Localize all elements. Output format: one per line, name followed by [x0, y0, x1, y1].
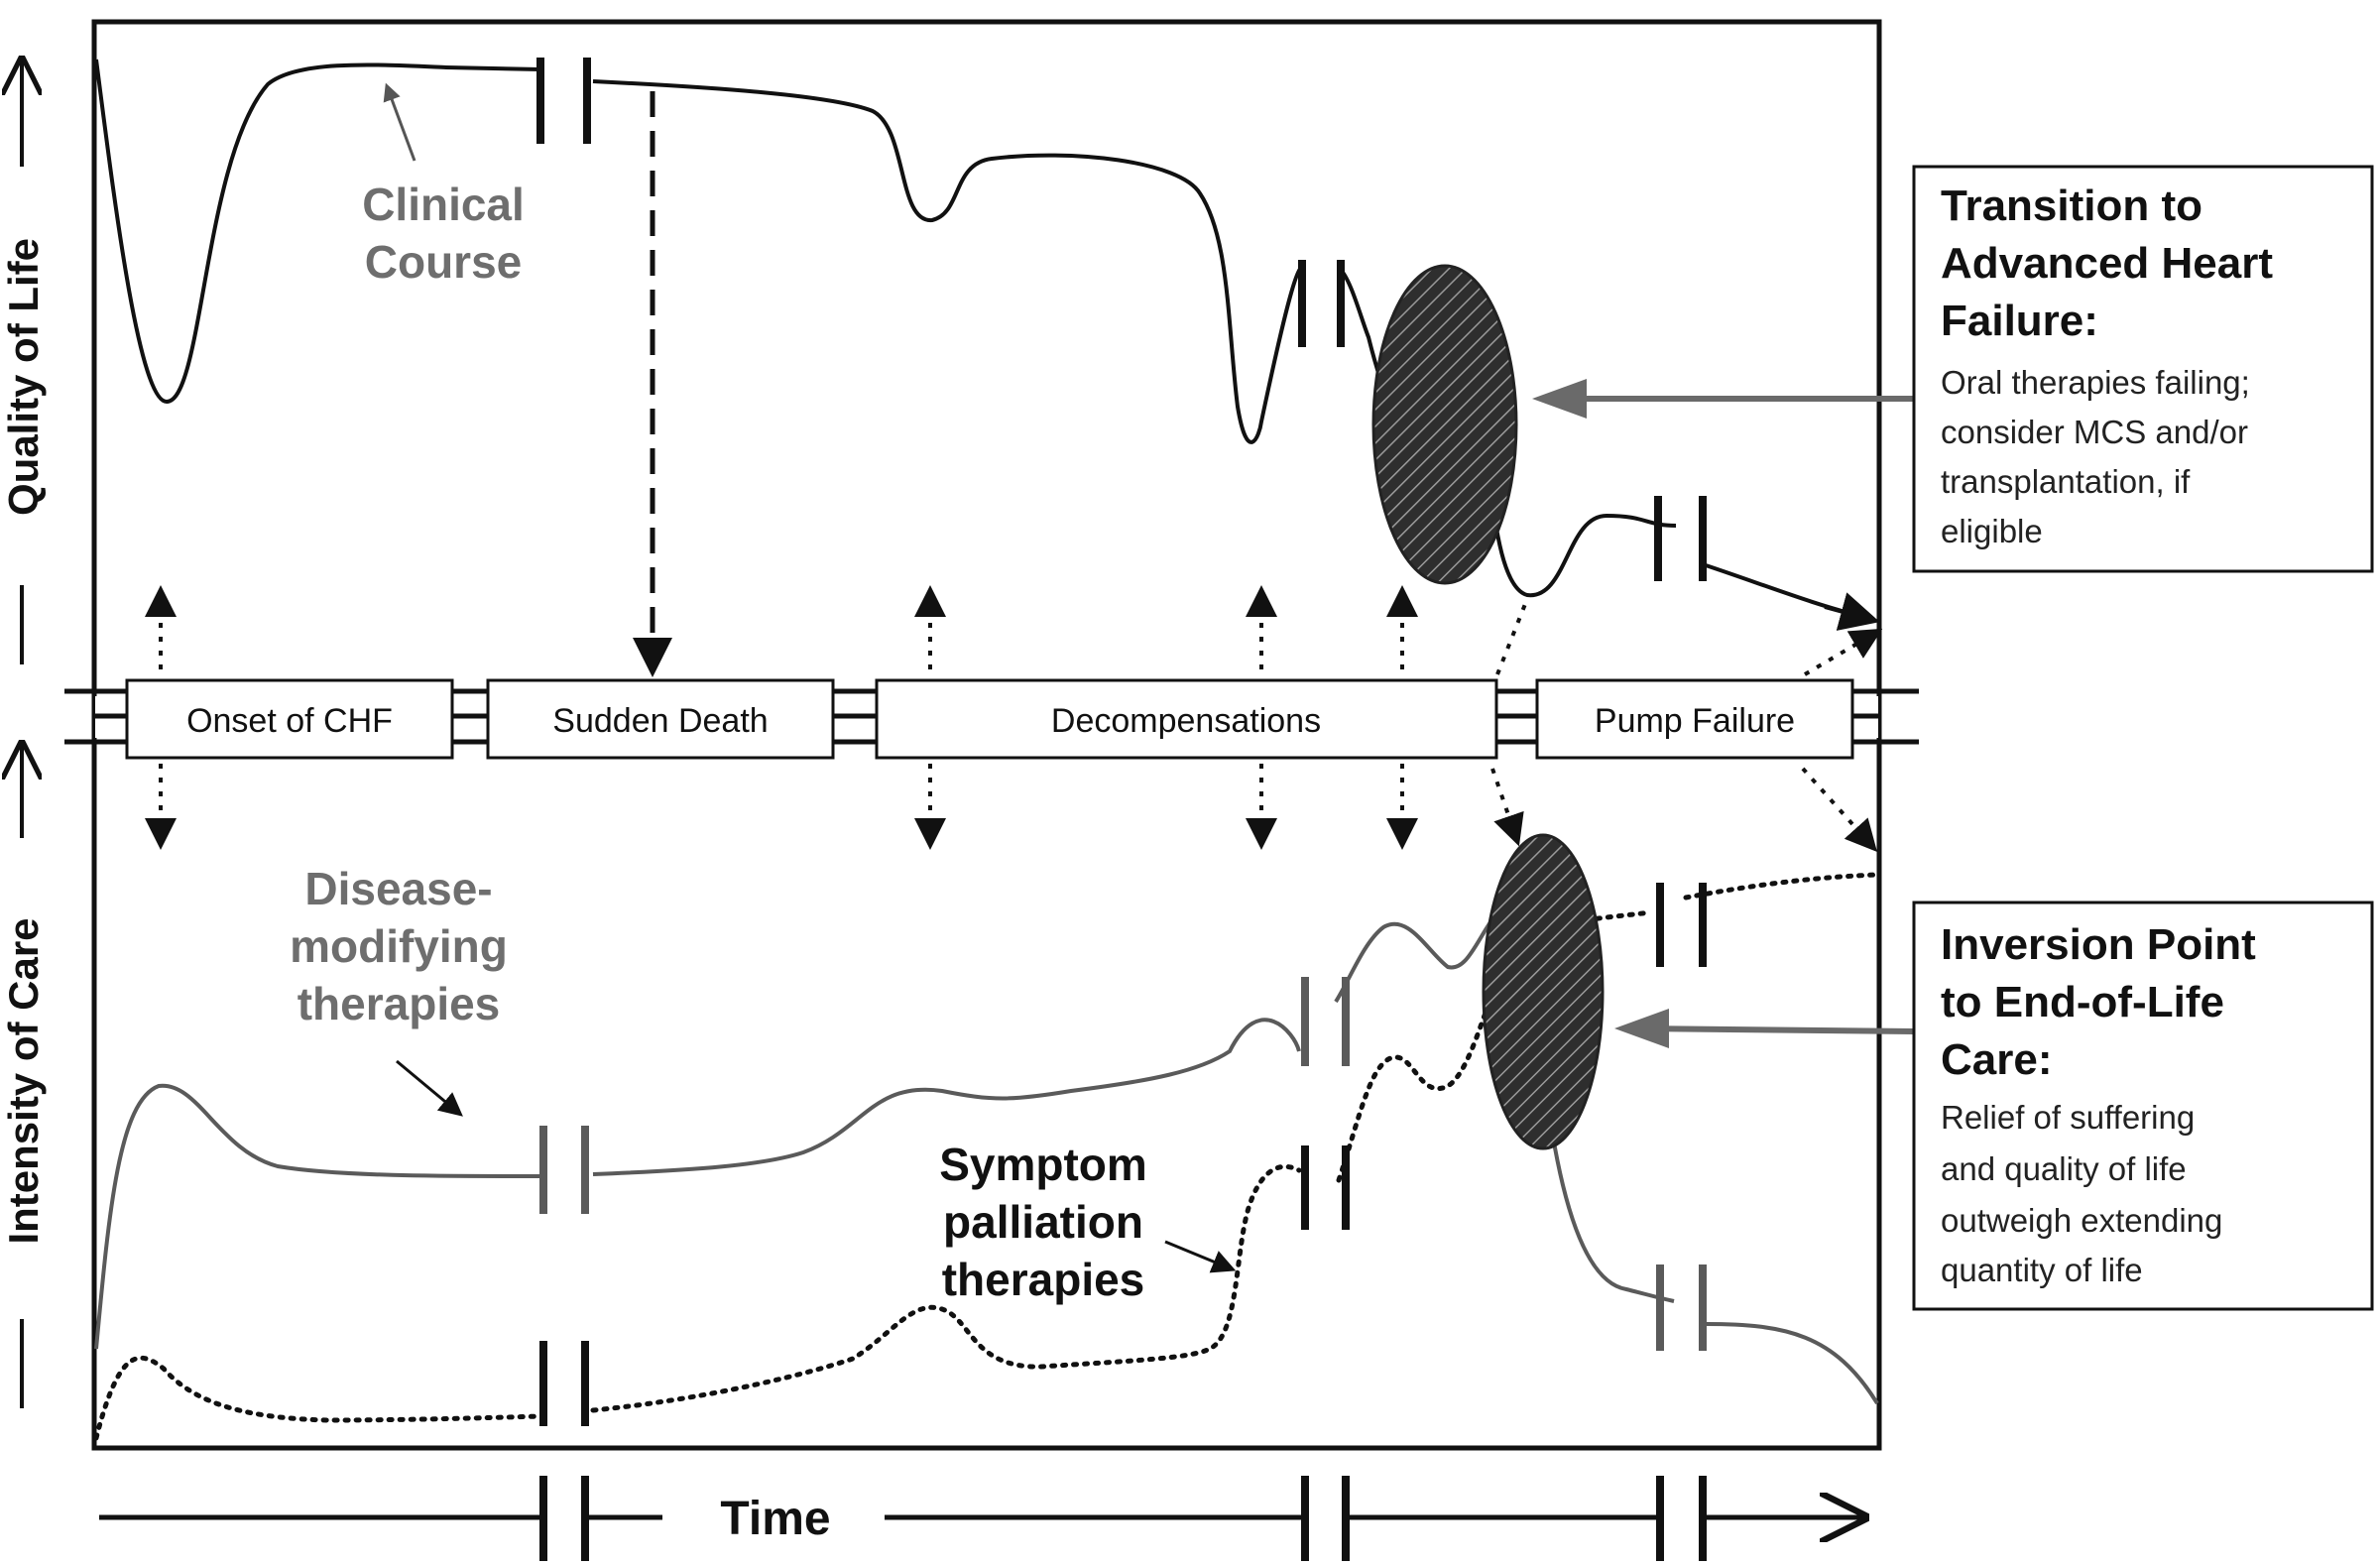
x-axis-time: Time	[99, 1476, 1864, 1561]
symptom-palliation-curve	[93, 872, 1880, 1441]
label-symptom-palliation: Symptom palliation therapies	[939, 1139, 1237, 1305]
symptom-palliation-line-3: therapies	[942, 1254, 1145, 1305]
disease-modifying-curve	[94, 901, 1879, 1405]
disease-modifying-line-3: therapies	[298, 978, 501, 1029]
inversion-title-2: to End-of-Life	[1941, 978, 2224, 1026]
stage-onset-of-chf: Onset of CHF	[125, 678, 454, 760]
clinical-course-curve	[94, 59, 1865, 619]
x-axis-label-time: Time	[720, 1493, 830, 1545]
clinical-course-line-1: Clinical	[362, 179, 525, 230]
inversion-callout-arrow	[1635, 1025, 1915, 1034]
transition-hatched-ellipse	[1371, 264, 1518, 585]
inversion-hatched-ellipse	[1482, 833, 1605, 1150]
label-disease-modifying: Disease- modifying therapies	[290, 863, 508, 1117]
inversion-body-2: and quality of life	[1941, 1150, 2187, 1187]
stage-label-pump-failure: Pump Failure	[1595, 702, 1795, 740]
stage-dotted-arrows	[145, 585, 1883, 852]
stage-label-onset-of-chf: Onset of CHF	[186, 702, 393, 740]
plot-frame	[91, 19, 1882, 1451]
symptom-palliation-line-1: Symptom	[939, 1139, 1147, 1190]
stage-decompensations: Decompensations	[875, 678, 1498, 760]
transition-body-3: transplantation, if	[1941, 463, 2191, 500]
stage-sudden-death: Sudden Death	[486, 678, 835, 760]
transition-body-1: Oral therapies failing;	[1941, 364, 2250, 401]
inversion-title-1: Inversion Point	[1941, 920, 2256, 969]
y-axis-quality-of-life: Quality of Life	[0, 60, 47, 664]
inversion-body-4: quantity of life	[1941, 1252, 2143, 1288]
transition-title-1: Transition to	[1941, 181, 2202, 230]
disease-modifying-line-1: Disease-	[304, 863, 492, 914]
transition-title-2: Advanced Heart	[1941, 239, 2273, 288]
clinical-course-line-2: Course	[365, 236, 522, 288]
transition-body-2: consider MCS and/or	[1941, 414, 2248, 450]
inversion-title-3: Care:	[1941, 1035, 2053, 1084]
label-clinical-course: Clinical Course	[362, 82, 525, 288]
y-axis-label-intensity-of-care: Intensity of Care	[0, 917, 47, 1244]
break-markers	[536, 58, 1707, 1426]
stage-label-decompensations: Decompensations	[1051, 702, 1321, 740]
stage-label-sudden-death: Sudden Death	[552, 702, 768, 740]
inversion-body-1: Relief of suffering	[1941, 1099, 2195, 1136]
inversion-body-3: outweigh extending	[1941, 1202, 2222, 1239]
inversion-callout: Inversion Point to End-of-Life Care: Rel…	[1912, 901, 2374, 1311]
transition-callout: Transition to Advanced Heart Failure: Or…	[1912, 165, 2374, 573]
disease-modifying-line-2: modifying	[290, 920, 508, 972]
transition-title-3: Failure:	[1941, 297, 2098, 345]
y-axis-intensity-of-care: Intensity of Care	[0, 744, 47, 1408]
transition-body-4: eligible	[1941, 513, 2043, 549]
stage-pump-failure: Pump Failure	[1535, 678, 1854, 760]
symptom-palliation-line-2: palliation	[943, 1196, 1143, 1248]
y-axis-label-quality-of-life: Quality of Life	[0, 238, 47, 516]
clinical-course-end-arrow	[1824, 592, 1880, 631]
